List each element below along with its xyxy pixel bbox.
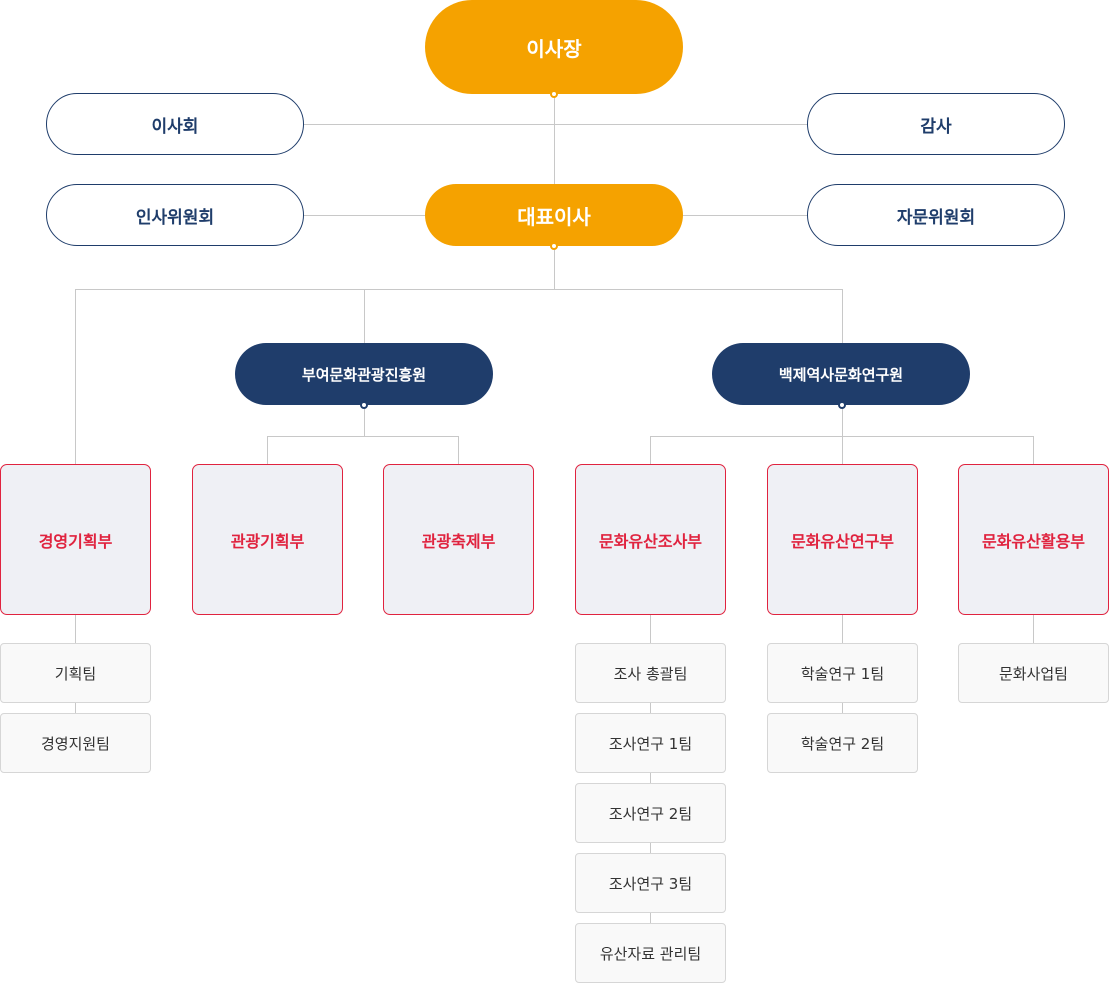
connector-line: [303, 124, 808, 125]
connector-line: [458, 436, 459, 465]
team-node: 학술연구 1팀: [767, 643, 918, 703]
team-node: 유산자료 관리팀: [575, 923, 726, 983]
department-node: 문화유산활용부: [958, 464, 1109, 615]
department-node: 문화유산연구부: [767, 464, 918, 615]
connector-line: [650, 436, 1034, 437]
connector-line: [364, 289, 365, 344]
connector-line: [1033, 614, 1034, 654]
team-node: 학술연구 2팀: [767, 713, 918, 773]
connector-line: [650, 436, 651, 465]
team-node: 기획팀: [0, 643, 151, 703]
ceo-node: 대표이사: [425, 184, 683, 246]
team-node: 조사연구 2팀: [575, 783, 726, 843]
connector-dot: [360, 401, 368, 409]
connector-line: [554, 94, 555, 184]
team-node: 조사연구 3팀: [575, 853, 726, 913]
department-node: 경영기획부: [0, 464, 151, 615]
connector-line: [267, 436, 268, 465]
connector-dot: [550, 90, 558, 98]
personnel-committee-node: 인사위원회: [46, 184, 304, 246]
connector-line: [650, 614, 651, 944]
team-node: 조사 총괄팀: [575, 643, 726, 703]
team-node: 문화사업팀: [958, 643, 1109, 703]
advisory-committee-node: 자문위원회: [807, 184, 1065, 246]
department-node: 문화유산조사부: [575, 464, 726, 615]
department-node: 관광축제부: [383, 464, 534, 615]
connector-line: [267, 436, 459, 437]
connector-line: [75, 289, 76, 465]
connector-line: [842, 289, 843, 344]
institute-node-tourism: 부여문화관광진흥원: [235, 343, 493, 405]
connector-line: [75, 289, 843, 290]
connector-line: [554, 246, 555, 289]
connector-line: [1033, 436, 1034, 465]
connector-line: [842, 405, 843, 465]
institute-node-research: 백제역사문화연구원: [712, 343, 970, 405]
board-node: 이사회: [46, 93, 304, 155]
chairman-node: 이사장: [425, 0, 683, 94]
team-node: 조사연구 1팀: [575, 713, 726, 773]
department-node: 관광기획부: [192, 464, 343, 615]
audit-node: 감사: [807, 93, 1065, 155]
connector-line: [364, 405, 365, 436]
team-node: 경영지원팀: [0, 713, 151, 773]
connector-dot: [838, 401, 846, 409]
connector-dot: [550, 242, 558, 250]
